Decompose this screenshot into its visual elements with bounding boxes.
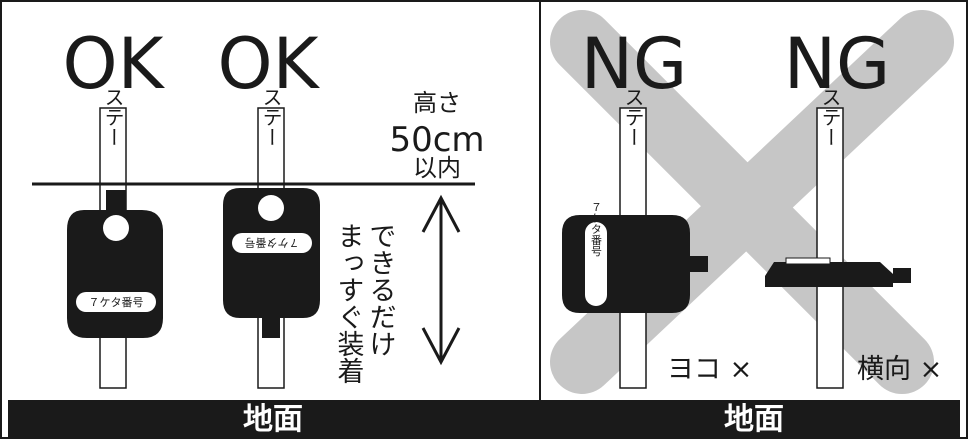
device-label-plate xyxy=(76,292,156,312)
device-ok-upright-left: ７ケタ番号 xyxy=(67,190,163,338)
ok-label-left: OK xyxy=(62,23,165,105)
double-arrow-icon xyxy=(421,194,461,366)
device-label-edge xyxy=(785,257,831,265)
device-label-plate xyxy=(585,222,607,306)
device-ng-sideways: ７ケタ番号 xyxy=(562,202,708,313)
stay-label-ok-right: ステー xyxy=(259,87,283,147)
stay-pole-ng-right xyxy=(816,107,844,389)
device-ok-upright-right: ７ケタ番号 xyxy=(223,188,320,338)
device-tab xyxy=(893,268,911,283)
ok-panel: OK OK ステー ステー 高さ 50cm 以内 ７ケタ番号 ７ケタ番号 で xyxy=(32,23,485,389)
device-number-label: ７ケタ番号 xyxy=(89,296,144,309)
ng-label-right: NG xyxy=(784,23,891,105)
ground-label-right: 地面 xyxy=(724,402,784,437)
horizontal-label: 横向 × xyxy=(857,354,942,385)
device-number-label: ７ケタ番号 xyxy=(590,202,603,258)
device-label-plate xyxy=(232,233,312,253)
device-body xyxy=(562,215,690,313)
device-ng-flat xyxy=(765,257,911,287)
device-hole xyxy=(258,195,284,221)
ok-label-right: OK xyxy=(217,23,320,105)
ng-panel: NG NG ステー ステー ７ケタ番号 ヨコ × 横向 × xyxy=(550,10,954,394)
device-hole xyxy=(103,215,129,241)
height-title: 高さ xyxy=(413,89,461,117)
ground-bar xyxy=(8,400,960,439)
device-number-label: ７ケタ番号 xyxy=(245,236,300,249)
device-tab xyxy=(688,256,708,272)
height-suffix: 以内 xyxy=(413,154,461,182)
instruction-line-1: できるだけ xyxy=(365,222,396,357)
ng-label-left: NG xyxy=(581,23,688,105)
instruction-line-2: まっすぐ装着 xyxy=(333,222,365,384)
stay-label-ok-left: ステー xyxy=(101,87,125,147)
device-tab xyxy=(106,190,126,212)
sideways-label: ヨコ × xyxy=(667,354,752,385)
device-body xyxy=(765,262,893,287)
ground-label-left: 地面 xyxy=(243,402,303,437)
stay-label-ng-left: ステー xyxy=(621,87,645,147)
height-value: 50cm xyxy=(389,120,484,160)
stay-label-ng-right: ステー xyxy=(818,87,842,147)
device-tab xyxy=(262,316,280,338)
